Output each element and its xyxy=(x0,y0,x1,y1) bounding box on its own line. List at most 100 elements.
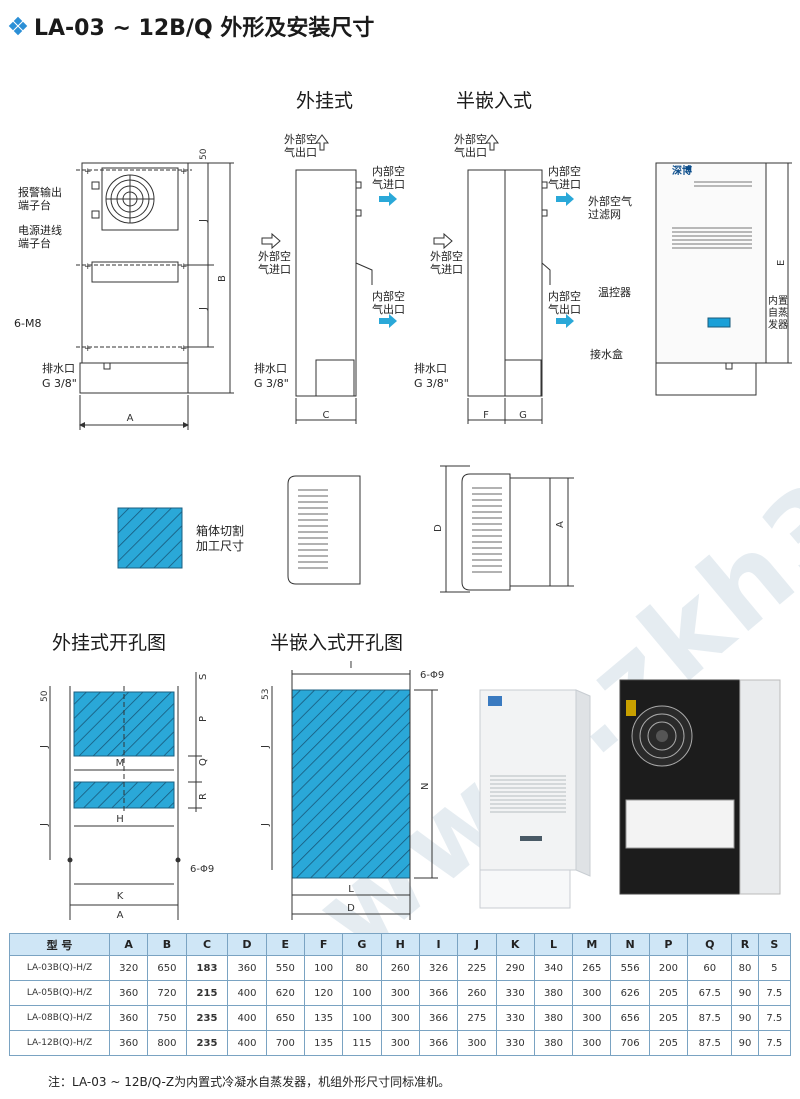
dim-phi-wall: 6-Φ9 xyxy=(190,864,214,875)
label-drain-side: 排水口 xyxy=(254,362,287,375)
header-S: S xyxy=(757,933,792,956)
dim-B: B xyxy=(217,275,228,282)
cell-value: 275 xyxy=(457,1005,497,1031)
section-wall-cutout: 外挂式开孔图 xyxy=(52,632,167,654)
cell-value: 205 xyxy=(648,980,689,1006)
dim-D2: D xyxy=(347,903,355,914)
dim-53: 53 xyxy=(261,689,271,700)
dim-P: P xyxy=(198,716,209,722)
label-drain-g-wall: G 3/8" xyxy=(42,377,77,390)
cell-value: 330 xyxy=(495,1030,535,1056)
cell-value: 380 xyxy=(533,980,574,1006)
label-inner-air-in-wall: 内部空 气进口 xyxy=(372,165,405,191)
label-inner-air-out-wall: 内部空 气出口 xyxy=(372,290,405,316)
cell-value: 620 xyxy=(265,980,305,1006)
section-semi-embedded: 半嵌入式 xyxy=(456,90,533,112)
dim-R: R xyxy=(198,793,209,800)
cell-model: LA-12B(Q)-H/Z xyxy=(9,1030,110,1056)
label-evaporator: 内置 自蒸 发器 xyxy=(768,296,788,331)
cell-value: 7.5 xyxy=(757,980,792,1006)
cell-value: 550 xyxy=(265,955,305,981)
header-Q: Q xyxy=(687,933,733,956)
dim-D-top: D xyxy=(433,524,444,532)
svg-text:+: + xyxy=(180,262,188,272)
cell-value: 400 xyxy=(227,1005,267,1031)
svg-text:+: + xyxy=(84,344,92,354)
cell-value: 7.5 xyxy=(757,1005,792,1031)
dim-A-top: A xyxy=(555,521,566,528)
dim-A2: A xyxy=(117,910,124,921)
cell-value: 5 xyxy=(757,955,792,981)
front-view: + + + + + + xyxy=(76,162,234,430)
cell-value: 360 xyxy=(108,980,149,1006)
cell-value: 90 xyxy=(731,980,759,1006)
dim-J6: J xyxy=(260,823,271,827)
cell-value: 80 xyxy=(731,955,759,981)
dim-E: E xyxy=(776,260,787,266)
outline-arrow-up-icon xyxy=(485,134,499,151)
cell-value: 100 xyxy=(342,980,382,1006)
cell-value: 556 xyxy=(610,955,650,981)
cell-value: 706 xyxy=(610,1030,650,1056)
wall-cutout xyxy=(49,672,202,920)
cell-value: 135 xyxy=(303,1030,344,1056)
svg-text:+: + xyxy=(84,262,92,272)
label-drip-tray: 接水盒 xyxy=(590,348,623,361)
cell-model: LA-05B(Q)-H/Z xyxy=(9,980,110,1006)
dim-J2: J xyxy=(198,307,209,311)
outline-arrow-icon xyxy=(261,232,281,250)
page-title: LA-03 ~ 12B/Q 外形及安装尺寸 xyxy=(8,10,374,42)
dim-L: L xyxy=(348,884,354,895)
cell-value: 260 xyxy=(380,955,420,981)
cell-value: 100 xyxy=(342,1005,382,1031)
product-photo-black xyxy=(619,679,781,895)
label-power-terminal: 电源进线 端子台 xyxy=(18,224,62,250)
dim-J5: J xyxy=(260,745,271,749)
label-drain-g-side: G 3/8" xyxy=(254,377,289,390)
svg-text:+: + xyxy=(180,167,188,177)
dim-I: I xyxy=(350,660,353,671)
dim-K: K xyxy=(117,891,124,902)
blue-arrow-icon xyxy=(379,192,397,206)
cell-value: 380 xyxy=(533,1005,574,1031)
dim-F: F xyxy=(483,410,489,421)
dim-50: 50 xyxy=(199,148,209,160)
cell-value: 366 xyxy=(418,1005,459,1031)
header-P: P xyxy=(648,933,689,956)
cell-value: 340 xyxy=(533,955,574,981)
cell-value: 656 xyxy=(610,1005,650,1031)
product-front-render xyxy=(655,162,792,396)
top-view-semi xyxy=(440,465,574,593)
cell-value: 200 xyxy=(648,955,689,981)
cell-value: 360 xyxy=(108,1005,149,1031)
dim-50b: 50 xyxy=(40,690,50,702)
semi-cutout xyxy=(271,670,438,920)
cell-value: 60 xyxy=(687,955,733,981)
header-E: E xyxy=(265,933,305,956)
cell-value: 366 xyxy=(418,1030,459,1056)
air-arrows xyxy=(261,134,574,328)
header-I: I xyxy=(418,933,459,956)
blue-arrow-icon xyxy=(556,192,574,206)
cell-value: 380 xyxy=(533,1030,574,1056)
header-H: H xyxy=(380,933,420,956)
header-M: M xyxy=(572,933,612,956)
header-model: 型 号 xyxy=(9,933,110,956)
svg-text:+: + xyxy=(180,344,188,354)
cell-value: 205 xyxy=(648,1005,689,1031)
cell-value: 225 xyxy=(457,955,497,981)
technical-drawings: + + + + + + A B J J 50 C xyxy=(39,134,792,921)
cell-value: 205 xyxy=(648,1030,689,1056)
cell-value: 650 xyxy=(265,1005,305,1031)
section-wall-mount: 外挂式 xyxy=(296,90,354,112)
header-A: A xyxy=(108,933,149,956)
label-thermostat: 温控器 xyxy=(598,286,631,299)
cell-value: 90 xyxy=(731,1005,759,1031)
label-drain-semi: 排水口 xyxy=(414,362,447,375)
cell-value: 300 xyxy=(380,980,420,1006)
label-outer-air-out-semi: 外部空 气出口 xyxy=(454,133,487,159)
dim-H: H xyxy=(116,814,124,825)
